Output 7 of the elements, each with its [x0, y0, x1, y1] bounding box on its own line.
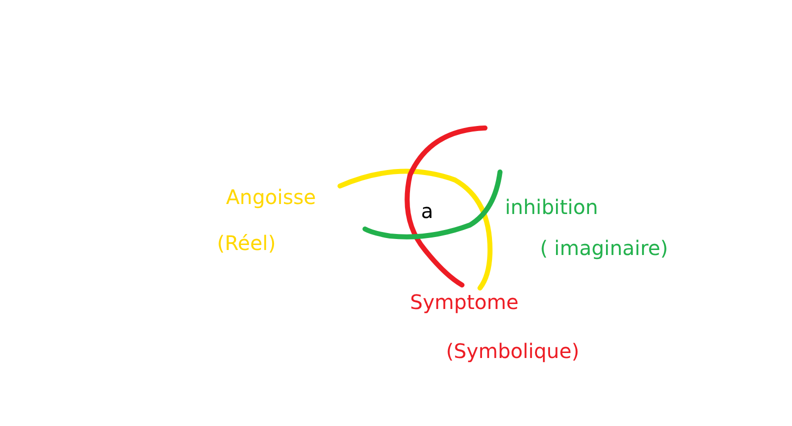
register-label: (Symbolique): [446, 341, 580, 361]
register-label: ( imaginaire): [540, 238, 668, 258]
knot-label: Symptome: [410, 292, 519, 312]
center-label: a: [421, 201, 434, 221]
knot-label: Angoisse: [226, 187, 316, 207]
register-label: (Réel): [217, 233, 276, 253]
knot-label: inhibition: [505, 197, 598, 217]
